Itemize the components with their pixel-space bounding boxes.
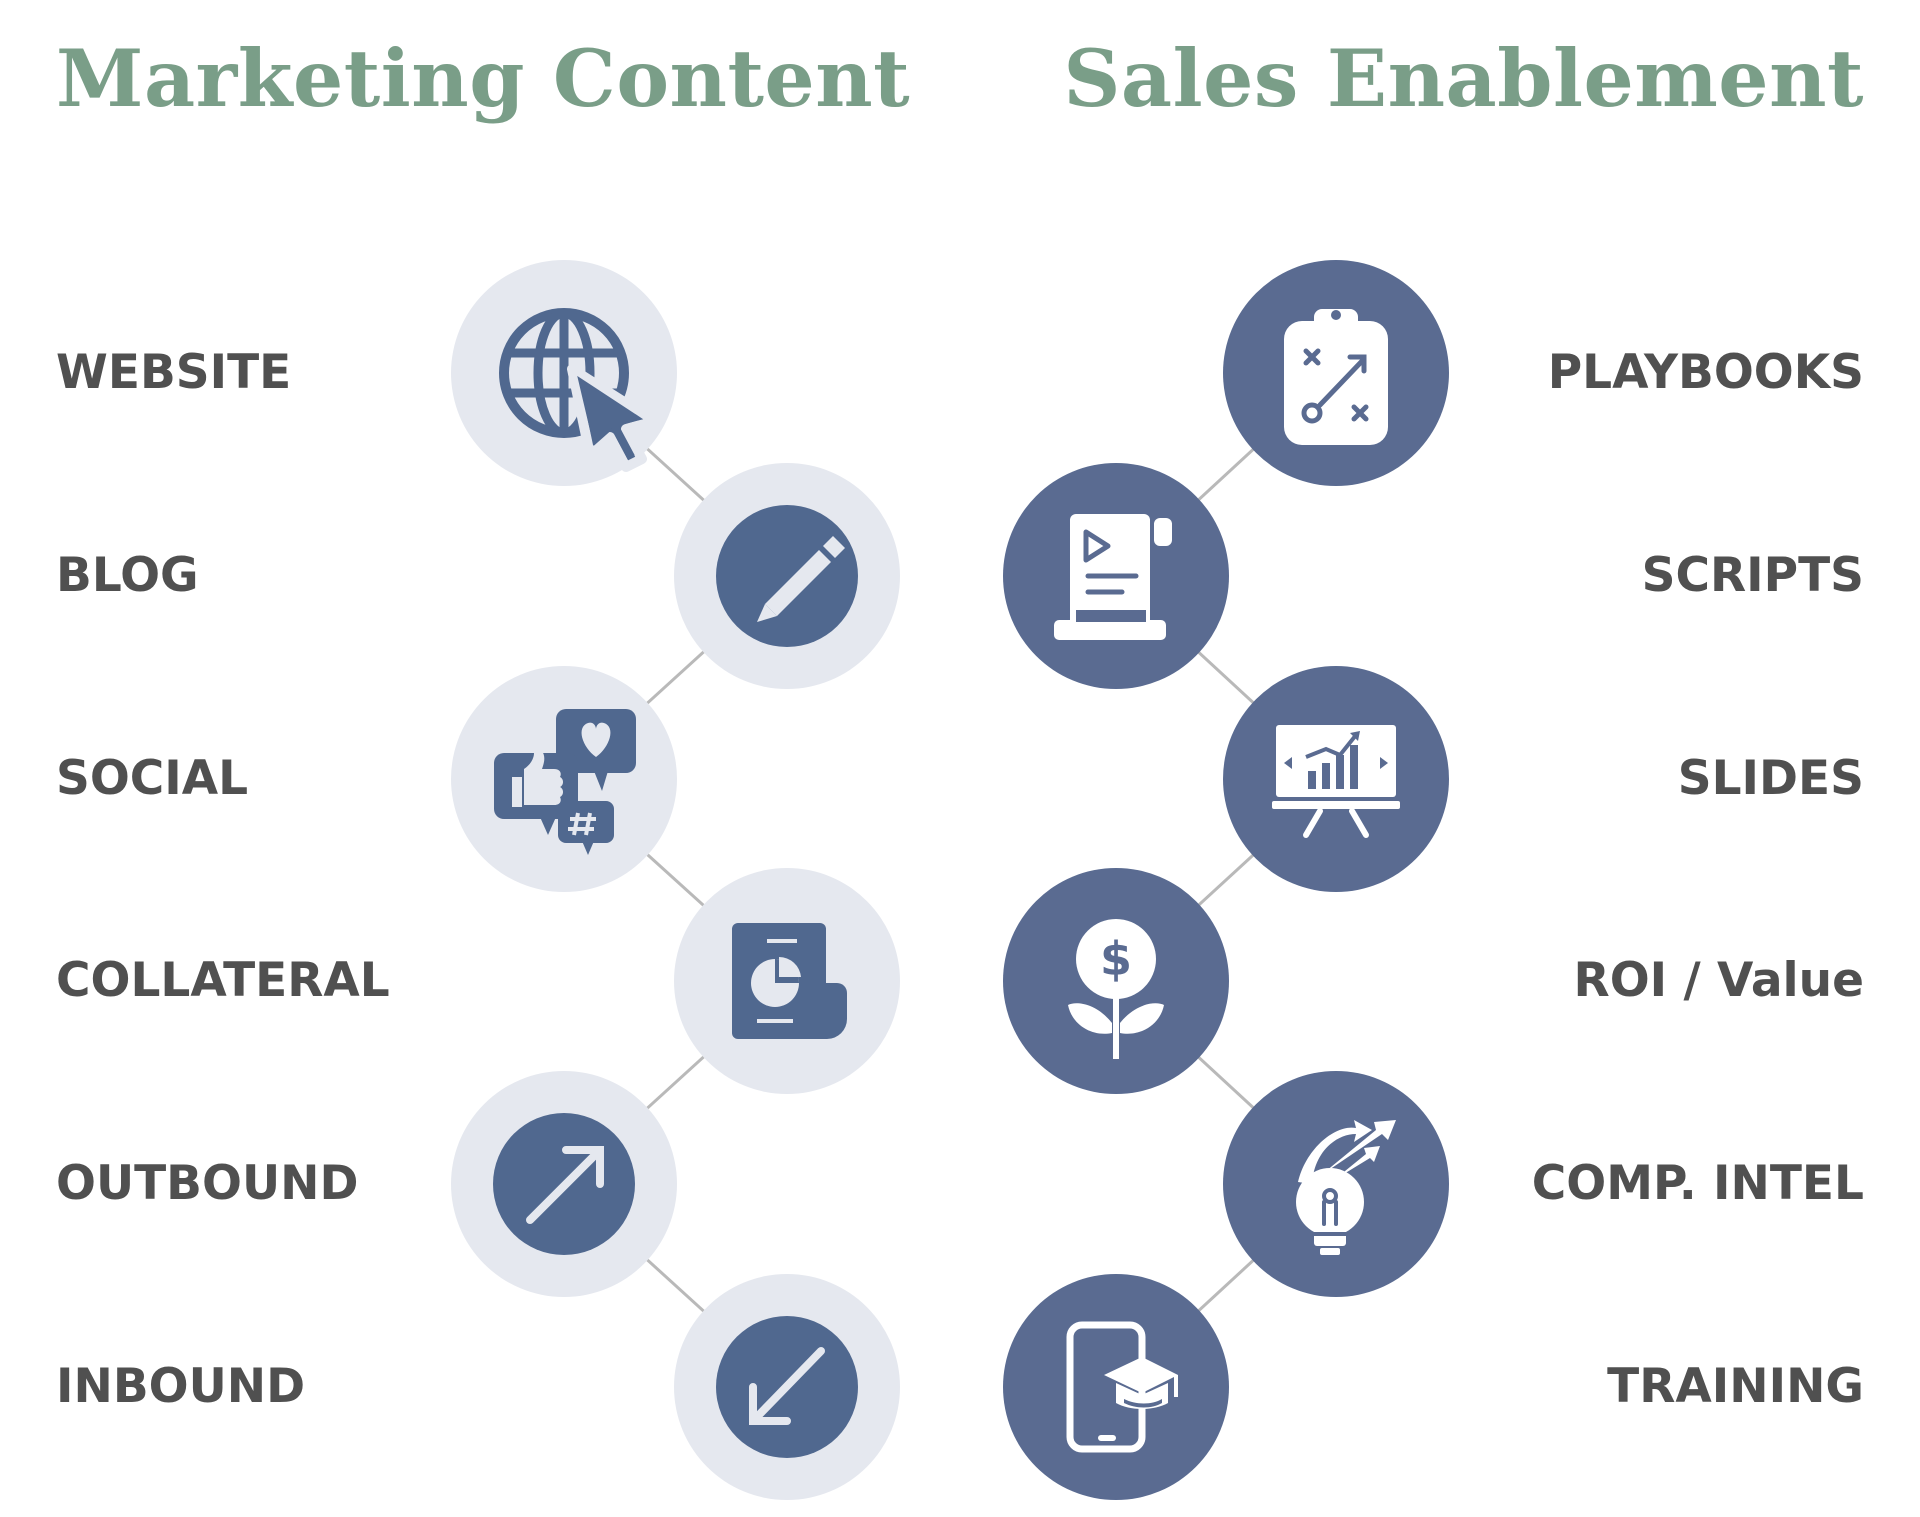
blog-icon-circle [716,505,858,647]
report-document-icon [732,923,847,1039]
node-collateral [674,868,900,1094]
node-playbooks [1223,260,1449,486]
label-roi-value: ROI / Value [1573,953,1865,1008]
video-script-icon [1054,514,1172,640]
lightbulb-arrows-icon [1296,1120,1396,1255]
node-blog [674,463,900,689]
label-inbound: INBOUND [56,1359,306,1414]
node-comp-intel [1223,1071,1449,1297]
connectors [562,371,1338,1389]
node-website [451,260,677,486]
arrow-down-left-icon [749,1347,825,1425]
label-training: TRAINING [1607,1359,1864,1414]
mobile-graduation-icon [1066,1321,1178,1453]
label-website: WEBSITE [56,345,292,400]
label-collateral: COLLATERAL [56,953,390,1008]
node-outbound [451,1071,677,1297]
label-social: SOCIAL [56,751,249,806]
presentation-chart-icon [1272,725,1400,838]
globe-cursor-icon [499,308,659,472]
label-slides: SLIDES [1677,751,1864,806]
label-outbound: OUTBOUND [56,1156,359,1211]
marketing-content-title: Marketing Content [56,32,911,125]
label-scripts: SCRIPTS [1641,548,1864,603]
node-inbound [674,1274,900,1500]
label-playbooks: PLAYBOOKS [1547,345,1864,400]
sales-enablement-title: Sales Enablement [1063,32,1864,125]
svg-text:$: $ [1100,932,1132,986]
label-comp-intel: COMP. INTEL [1531,1156,1864,1211]
clipboard-strategy-icon [1284,309,1388,445]
node-scripts [1003,463,1229,689]
pencil-icon [757,536,845,622]
social-bubbles-icon [494,709,636,855]
money-plant-icon: $ [1068,919,1164,1059]
node-social [451,666,677,892]
node-training [1003,1274,1229,1500]
node-roi-value: $ [1003,868,1229,1094]
node-slides [1223,666,1449,892]
label-blog: BLOG [56,548,199,603]
arrow-up-right-icon [526,1146,604,1224]
